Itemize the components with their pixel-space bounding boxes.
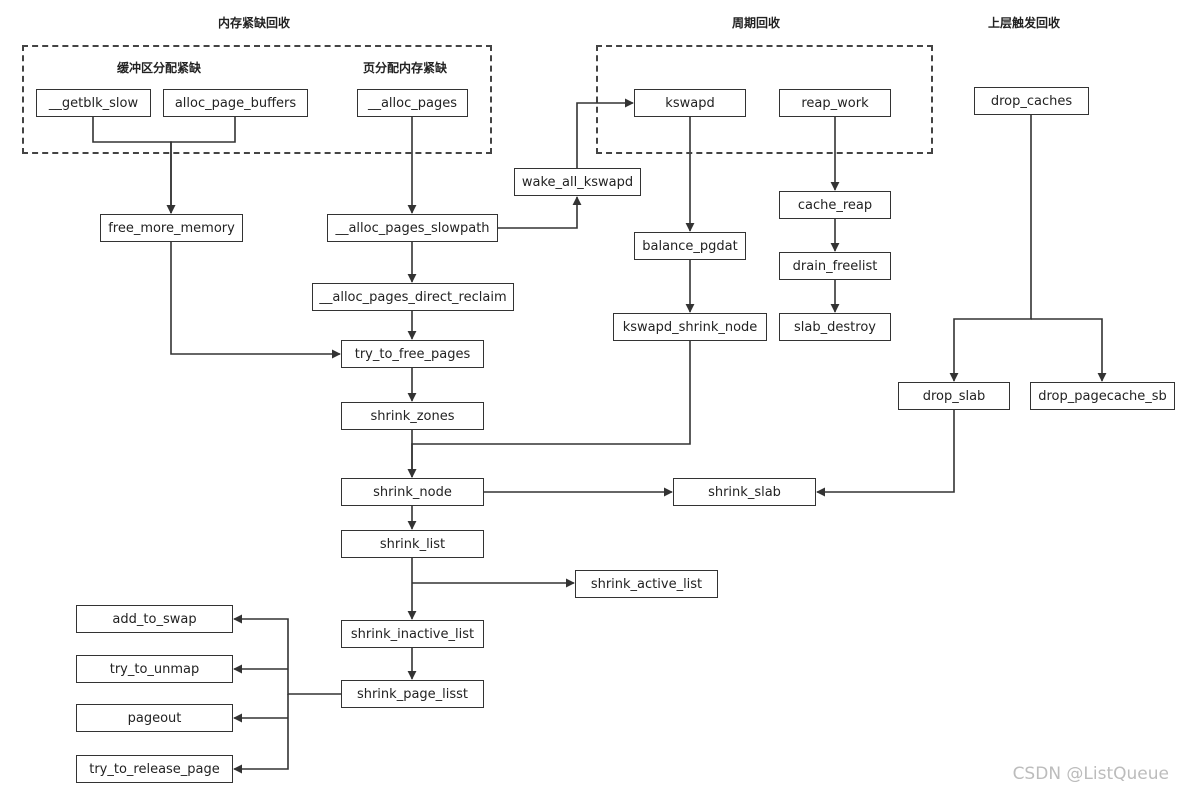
periodic-group [596,45,933,154]
node-shrink-active-list: shrink_active_list [575,570,718,598]
node-alloc-pages-direct-reclaim: __alloc_pages_direct_reclaim [312,283,514,311]
node-kswapd-shrink-node: kswapd_shrink_node [613,313,767,341]
node-shrink-inactive-list: shrink_inactive_list [341,620,484,648]
section-title-periodic: 周期回收 [732,16,781,30]
node-try-to-unmap: try_to_unmap [76,655,233,683]
node-balance-pgdat: balance_pgdat [634,232,746,260]
edge-drop_caches-to-drop_pagecache_sb [1031,318,1107,382]
node-shrink-page-lisst: shrink_page_lisst [341,680,484,708]
node-pageout: pageout [76,704,233,732]
node-alloc-pages: __alloc_pages [357,89,468,117]
node-free-more-memory: free_more_memory [100,214,243,242]
node-shrink-list: shrink_list [341,530,484,558]
edge-kswapd_shrink_node-to-shrink_node [407,341,691,478]
node-try-to-release-page: try_to_release_page [76,755,233,783]
node-try-to-free-pages: try_to_free_pages [341,340,484,368]
edge-free_more_memory-to-try_to_free_pages [170,242,341,359]
node-slab-destroy: slab_destroy [779,313,891,341]
subgroup-title-buffer-pressure: 缓冲区分配紧缺 [117,61,202,75]
node-alloc-pages-slowpath: __alloc_pages_slowpath [327,214,498,242]
node-getblk-slow: __getblk_slow [36,89,151,117]
node-drain-freelist: drain_freelist [779,252,891,280]
node-kswapd: kswapd [634,89,746,117]
node-shrink-slab: shrink_slab [673,478,816,506]
edge-shrink_page_lisst-to-try_to_release_page [233,694,289,774]
edge-drop_slab-to-shrink_slab [816,410,955,497]
watermark: CSDN @ListQueue [1012,764,1169,784]
node-add-to-swap: add_to_swap [76,605,233,633]
edge-shrink_page_lisst-to-add_to_swap [233,614,341,695]
node-wake-all-kswapd: wake_all_kswapd [514,168,641,196]
node-drop-pagecache-sb: drop_pagecache_sb [1030,382,1175,410]
edge-alloc_page_buffers-to-free_more_memory [166,117,236,214]
node-drop-slab: drop_slab [898,382,1010,410]
edge-alloc_pages_slowpath-to-wake_all_kswapd [498,196,582,229]
node-reap-work: reap_work [779,89,891,117]
node-shrink-zones: shrink_zones [341,402,484,430]
section-title-memory-pressure: 内存紧缺回收 [218,16,291,30]
subgroup-title-page-alloc-pressure: 页分配内存紧缺 [363,61,448,75]
node-alloc-page-buffers: alloc_page_buffers [163,89,308,117]
edge-wake_all_kswapd-to-kswapd [576,98,634,168]
node-drop-caches: drop_caches [974,87,1089,115]
memory-pressure-group [22,45,492,154]
edge-drop_caches-to-drop_slab [949,115,1032,382]
node-shrink-node: shrink_node [341,478,484,506]
node-cache-reap: cache_reap [779,191,891,219]
section-title-upper-layer: 上层触发回收 [988,16,1061,30]
